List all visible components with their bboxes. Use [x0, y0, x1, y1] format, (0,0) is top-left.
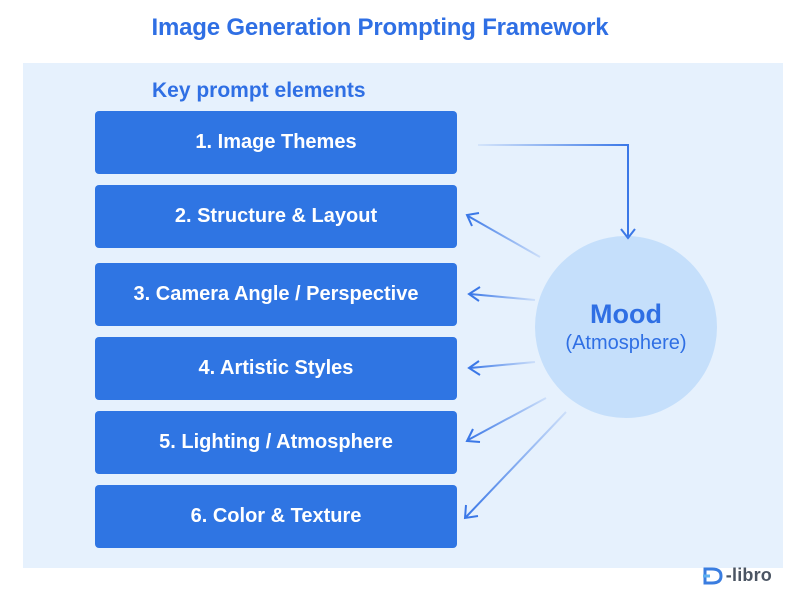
page-title: Image Generation Prompting Framework: [151, 14, 609, 41]
element-box-artistic-styles: 4. Artistic Styles: [95, 337, 457, 400]
brand-logo: -libro: [702, 565, 772, 586]
mood-circle: Mood (Atmosphere): [535, 236, 717, 418]
element-box-structure-layout: 2. Structure & Layout: [95, 185, 457, 248]
element-box-image-themes: 1. Image Themes: [95, 111, 457, 174]
section-label: Key prompt elements: [152, 79, 366, 102]
element-box-lighting-atmosphere: 5. Lighting / Atmosphere: [95, 411, 457, 474]
d-logo-icon: [702, 567, 723, 584]
element-box-camera-angle: 3. Camera Angle / Perspective: [95, 263, 457, 326]
brand-text: -libro: [725, 565, 772, 585]
mood-title: Mood: [590, 299, 662, 330]
mood-subtitle: (Atmosphere): [565, 331, 687, 354]
element-box-color-texture: 6. Color & Texture: [95, 485, 457, 548]
